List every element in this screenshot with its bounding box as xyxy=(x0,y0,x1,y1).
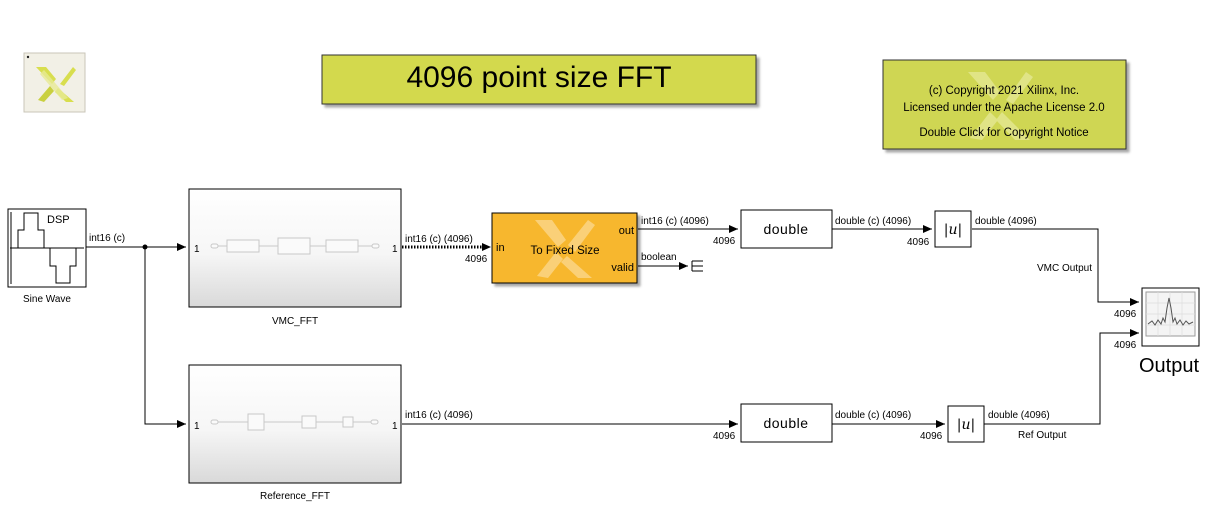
page-title: 4096 point size FFT xyxy=(406,61,671,94)
signal-label-abs-top-out: double (4096) xyxy=(975,216,1037,227)
signal-label-fixed-out: int16 (c) (4096) xyxy=(641,216,709,227)
signal-name-ref-output: Ref Output xyxy=(1018,430,1067,441)
sine-wave-name: Sine Wave xyxy=(23,294,71,305)
wire-ref-output[interactable] xyxy=(984,329,1139,425)
copyright-line: (c) Copyright 2021 Xilinx, Inc. xyxy=(929,85,1079,97)
fixed-out-port: out xyxy=(619,225,634,237)
dsp-sine-wave-icon xyxy=(10,212,84,284)
license-line: Licensed under the Apache License 2.0 xyxy=(903,102,1104,114)
xilinx-watermark-icon xyxy=(535,220,595,278)
signal-label-abs-bottom-out: double (4096) xyxy=(988,410,1050,421)
dim-label-output-in1: 4096 xyxy=(1114,309,1137,320)
abs-u-icon: |u| xyxy=(944,222,962,238)
dim-label-vmc-out: 4096 xyxy=(465,254,488,265)
signal-label-sine-out: int16 (c) xyxy=(89,233,125,244)
dsp-label: DSP xyxy=(47,214,70,226)
signal-wires xyxy=(86,225,1139,428)
wire-vmc-output[interactable] xyxy=(972,228,1139,306)
dim-label-ref-out: 4096 xyxy=(713,431,736,442)
abs-u-icon: |u| xyxy=(957,417,975,433)
abs-block-bottom[interactable]: |u| xyxy=(947,405,985,443)
signal-label-double-bottom-out: double (c) (4096) xyxy=(835,410,911,421)
vmc-in-port: 1 xyxy=(194,244,200,255)
wire-sine-to-reference[interactable] xyxy=(144,247,186,428)
spectrum-scope-icon xyxy=(1145,291,1196,337)
fixed-valid-port: valid xyxy=(611,262,634,274)
reference-out-port: 1 xyxy=(392,421,398,432)
branch-point xyxy=(142,244,148,250)
dim-label-fixed-out: 4096 xyxy=(713,236,736,247)
output-name: Output xyxy=(1139,355,1199,377)
double-bottom-label: double xyxy=(763,415,808,431)
xilinx-watermark-icon xyxy=(968,72,1033,140)
sine-wave-block[interactable]: DSP Sine Wave xyxy=(7,208,87,305)
double-conversion-block-top[interactable]: double xyxy=(740,209,833,249)
output-spectrum-scope[interactable]: Output xyxy=(1139,287,1200,377)
xilinx-logo-block[interactable] xyxy=(23,52,86,113)
dim-label-double-bottom-out: 4096 xyxy=(920,431,943,442)
signal-label-vmc-out: int16 (c) (4096) xyxy=(405,234,473,245)
fixed-in-port: in xyxy=(496,242,505,254)
xilinx-logo-icon xyxy=(36,67,76,102)
signal-label-valid: boolean xyxy=(641,252,677,263)
dim-label-double-top-out: 4096 xyxy=(907,237,930,248)
vmc-fft-name: VMC_FFT xyxy=(272,316,318,327)
signal-label-double-top-out: double (c) (4096) xyxy=(835,216,911,227)
title-annotation[interactable]: 4096 point size FFT xyxy=(321,54,757,105)
reference-fft-name: Reference_FFT xyxy=(260,491,330,502)
reference-fft-subsystem[interactable]: 1 1 Reference_FFT xyxy=(188,364,402,502)
to-fixed-size-block[interactable]: To Fixed Size in out valid xyxy=(491,212,638,284)
double-top-label: double xyxy=(763,221,808,237)
to-fixed-size-name: To Fixed Size xyxy=(530,245,599,257)
signal-name-vmc-output: VMC Output xyxy=(1037,263,1092,274)
signal-label-ref-out: int16 (c) (4096) xyxy=(405,410,473,421)
vmc-fft-subsystem[interactable]: 1 1 VMC_FFT xyxy=(188,188,402,327)
abs-block-top[interactable]: |u| xyxy=(934,210,972,248)
copyright-notice-block[interactable]: (c) Copyright 2021 Xilinx, Inc. Licensed… xyxy=(882,59,1127,150)
subsystem-preview-icon xyxy=(210,237,380,255)
reference-in-port: 1 xyxy=(194,421,200,432)
double-conversion-block-bottom[interactable]: double xyxy=(740,403,833,443)
double-click-hint: Double Click for Copyright Notice xyxy=(919,127,1088,139)
dim-label-output-in2: 4096 xyxy=(1114,340,1137,351)
terminator-block[interactable] xyxy=(691,260,703,272)
vmc-out-port: 1 xyxy=(392,244,398,255)
subsystem-preview-icon xyxy=(210,413,379,431)
